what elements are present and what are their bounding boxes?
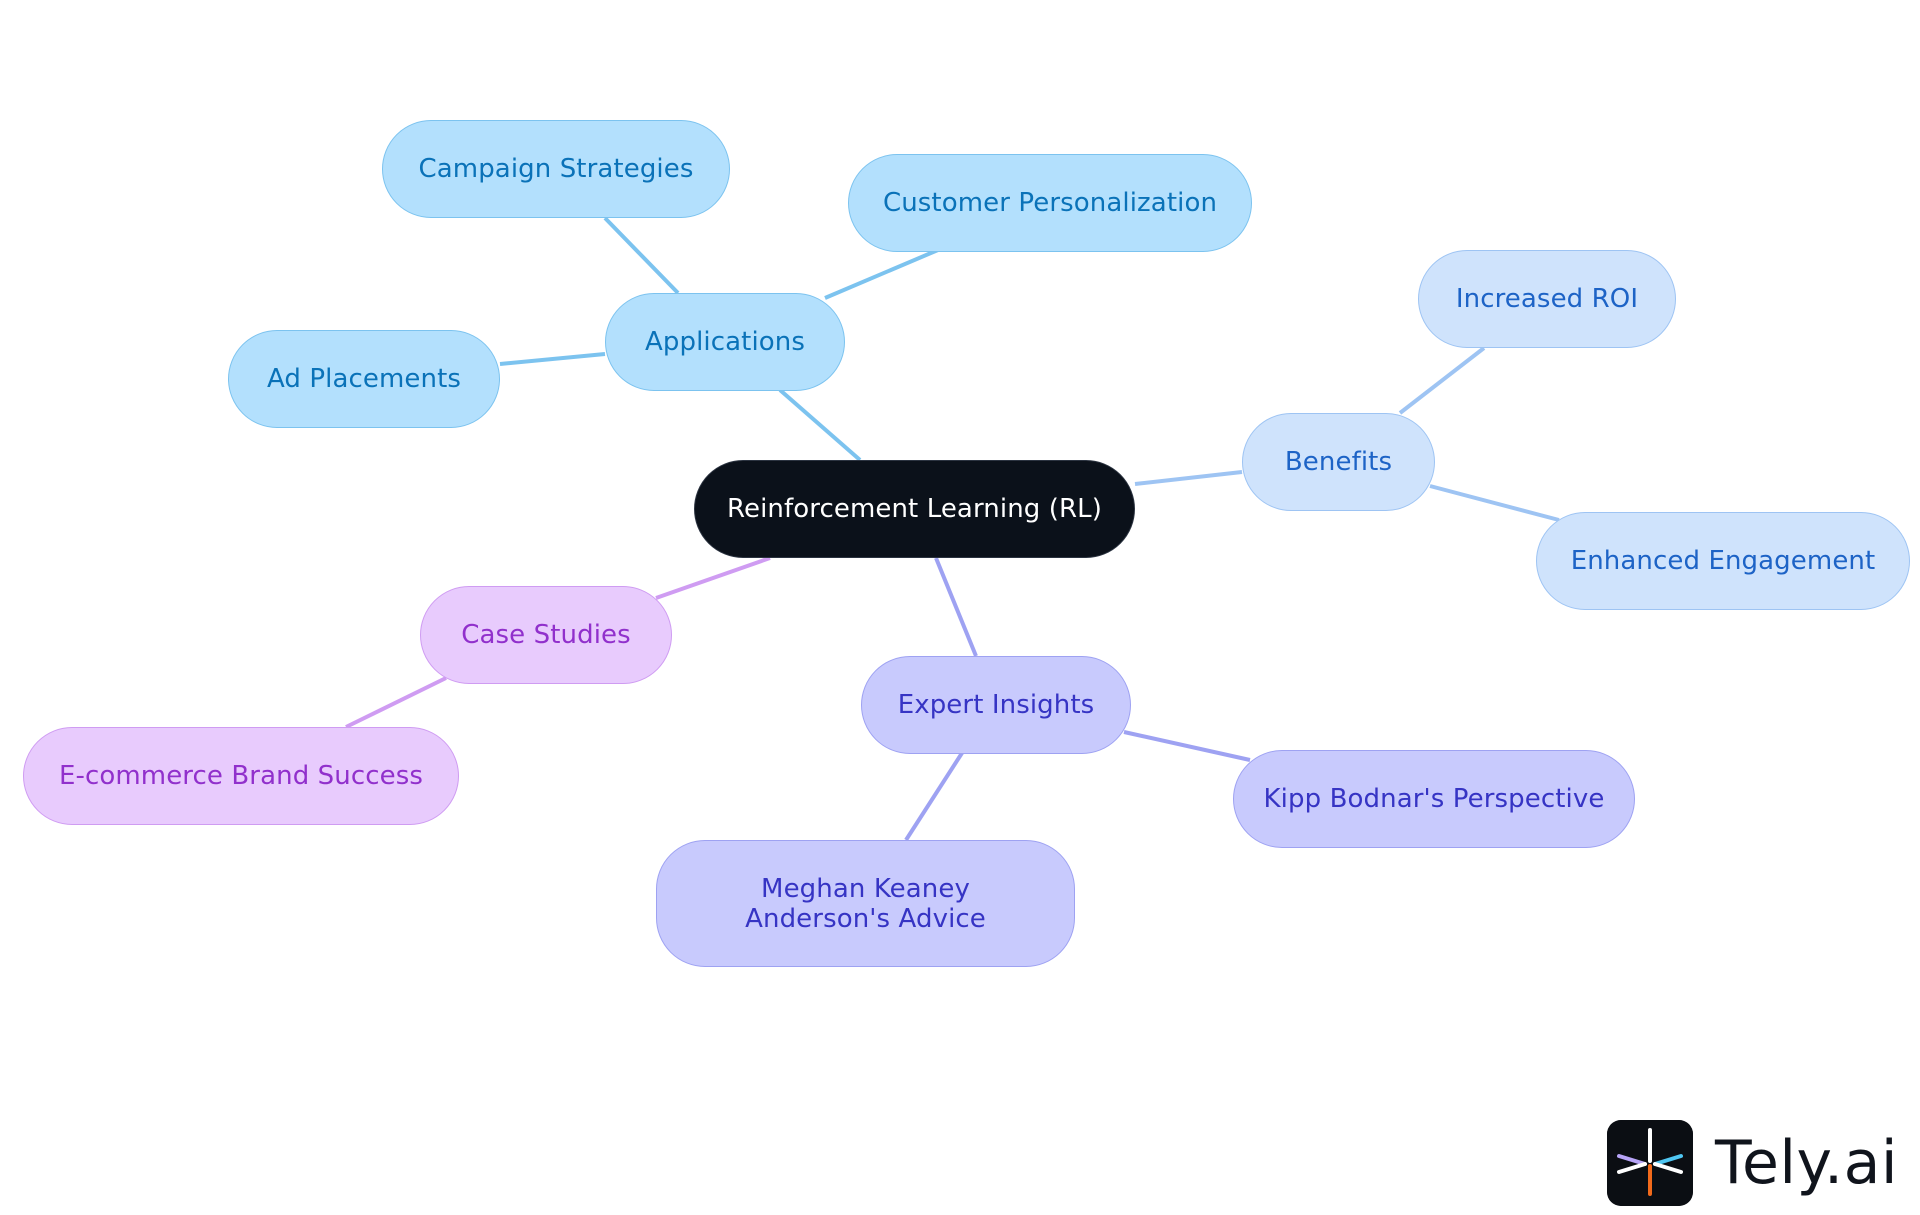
node-case-studies: Case Studies — [420, 586, 672, 684]
root-node: Reinforcement Learning (RL) — [694, 460, 1135, 558]
edge-applications-campaign — [603, 216, 680, 295]
node-expert-insights: Expert Insights — [861, 656, 1131, 754]
edge-root-applications — [778, 388, 862, 462]
edge-root-expert — [934, 557, 978, 657]
edge-applications-adplacements — [499, 352, 606, 366]
edge-root-case — [655, 556, 771, 600]
tely-logo-text: Tely.ai — [1715, 1128, 1899, 1198]
edge-benefits-roi — [1398, 346, 1486, 415]
node-meghan-keaney-anderson: Meghan Keaney Anderson's Advice — [656, 840, 1075, 967]
node-customer-personalization: Customer Personalization — [848, 154, 1252, 252]
node-increased-roi: Increased ROI — [1418, 250, 1676, 348]
node-enhanced-engagement: Enhanced Engagement — [1536, 512, 1910, 610]
edge-expert-kipp — [1123, 730, 1251, 762]
edge-case-ecommerce — [345, 676, 447, 729]
node-applications: Applications — [605, 293, 845, 391]
tely-logo-icon — [1607, 1120, 1693, 1206]
node-ad-placements: Ad Placements — [228, 330, 500, 428]
node-kipp-bodnar: Kipp Bodnar's Perspective — [1233, 750, 1635, 848]
edge-benefits-engagement — [1429, 484, 1560, 522]
node-benefits: Benefits — [1242, 413, 1435, 511]
node-campaign-strategies: Campaign Strategies — [382, 120, 730, 218]
node-ecommerce-brand-success: E-commerce Brand Success — [23, 727, 459, 825]
edge-root-benefits — [1134, 470, 1243, 486]
edge-expert-meghan — [904, 751, 964, 842]
edge-applications-personalization — [824, 248, 939, 300]
tely-logo: Tely.ai — [1607, 1120, 1898, 1206]
